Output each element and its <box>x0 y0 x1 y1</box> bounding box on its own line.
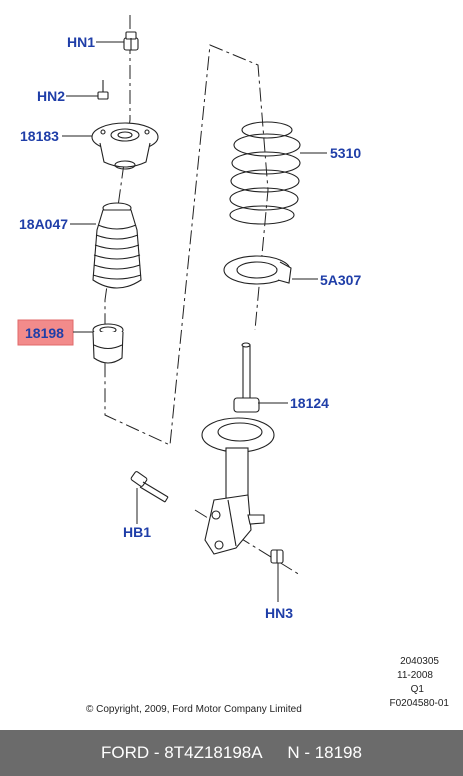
footer-bar: FORD - 8T4Z18198A N - 18198 <box>0 730 463 776</box>
callout-5a307: 5A307 <box>320 272 361 288</box>
part-18a047-dust-boot <box>92 202 142 289</box>
callout-hn1: HN1 <box>67 34 95 50</box>
part-hb1-bolt <box>130 471 169 503</box>
exploded-parts-diagram: HN1 HN2 18183 18A047 18198 <box>17 15 450 715</box>
meta-line-2: 11-2008 <box>397 670 433 681</box>
callout-18198: 18198 <box>25 325 64 341</box>
meta-line-1: 2040305 <box>400 656 439 667</box>
callout-hn3: HN3 <box>265 605 293 621</box>
meta-line-4: F0204580-01 <box>390 698 450 709</box>
part-18198-bump-stop <box>92 323 124 364</box>
callout-hn2: HN2 <box>37 88 65 104</box>
part-18124-shock-absorber <box>201 342 275 555</box>
callout-18a047: 18A047 <box>19 216 68 232</box>
part-hn1-nut <box>123 31 139 51</box>
part-hn2-nut <box>97 80 109 100</box>
footer-part-number: FORD - 8T4Z18198A <box>101 743 263 762</box>
callout-5310: 5310 <box>330 145 361 161</box>
copyright-notice: © Copyright, 2009, Ford Motor Company Li… <box>86 704 302 715</box>
callout-18183: 18183 <box>20 128 59 144</box>
meta-line-3: Q1 <box>411 684 425 695</box>
callout-18124: 18124 <box>290 395 329 411</box>
callout-18198-highlight <box>17 319 74 346</box>
part-5310-coil-spring <box>229 121 301 225</box>
part-hn3-nut <box>270 549 284 564</box>
callout-hb1: HB1 <box>123 524 151 540</box>
part-5a307-spring-insulator <box>223 255 292 285</box>
assembly-outline <box>104 15 301 576</box>
part-18183-strut-mount <box>91 122 159 170</box>
footer-reference: N - 18198 <box>287 743 362 762</box>
